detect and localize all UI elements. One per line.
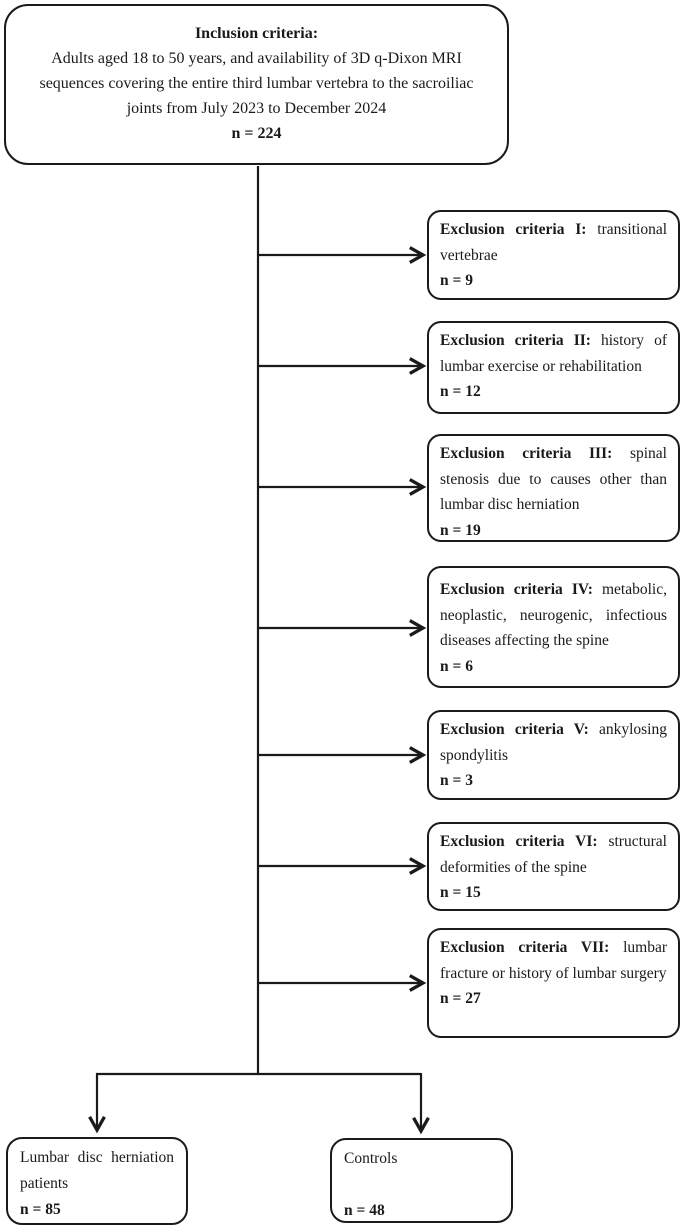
exclusion-box-3: Exclusion criteria III: spinal stenosis … <box>427 434 680 542</box>
exclusion-box-1-text: Exclusion criteria I: transitional verte… <box>440 217 667 268</box>
exclusion-box-1-body: transitional vertebrae <box>440 221 668 264</box>
exclusion-box-5-label: Exclusion criteria V: <box>440 721 589 738</box>
outcome-box-ldh-n: n = 85 <box>20 1201 61 1218</box>
exclusion-box-4-text: Exclusion criteria IV: metabolic, neopla… <box>440 577 667 654</box>
outcome-box-ldh-text: Lumbar disc herniation patients <box>20 1149 174 1192</box>
exclusion-box-1-label: Exclusion criteria I: <box>440 221 587 238</box>
outcome-box-controls-text: Controls <box>344 1150 398 1167</box>
exclusion-box-2-label: Exclusion criteria II: <box>440 332 591 349</box>
exclusion-box-4-body: metabolic, neoplastic, neurogenic, infec… <box>440 581 667 649</box>
exclusion-box-7-label: Exclusion criteria VII: <box>440 939 610 956</box>
exclusion-box-5-body: ankylosing spondylitis <box>440 721 667 764</box>
outcome-box-controls-n: n = 48 <box>344 1202 385 1219</box>
exclusion-box-3-body: spinal stenosis due to causes other than… <box>440 445 667 513</box>
outcome-box-ldh: Lumbar disc herniation patients n = 85 <box>6 1137 188 1225</box>
exclusion-box-5-text: Exclusion criteria V: ankylosing spondyl… <box>440 717 667 768</box>
exclusion-box-3-text: Exclusion criteria III: spinal stenosis … <box>440 441 667 518</box>
inclusion-box-n: n = 224 <box>231 125 282 142</box>
outcome-box-controls: Controls n = 48 <box>330 1138 513 1223</box>
inclusion-box: Inclusion criteria: Adults aged 18 to 50… <box>4 4 509 165</box>
exclusion-box-2-n: n = 12 <box>440 383 481 400</box>
exclusion-box-2-text: Exclusion criteria II: history of lumbar… <box>440 328 667 379</box>
exclusion-box-4: Exclusion criteria IV: metabolic, neopla… <box>427 566 680 688</box>
exclusion-box-1-n: n = 9 <box>440 272 473 289</box>
inclusion-box-body: Adults aged 18 to 50 years, and availabi… <box>39 50 474 117</box>
exclusion-box-6-text: Exclusion criteria VI: structural deform… <box>440 829 667 880</box>
exclusion-box-1: Exclusion criteria I: transitional verte… <box>427 210 680 300</box>
exclusion-box-7-body: lumbar fracture or history of lumbar sur… <box>440 939 667 982</box>
exclusion-box-4-label: Exclusion criteria IV: <box>440 581 593 598</box>
exclusion-box-2-body: history of lumbar exercise or rehabilita… <box>440 332 668 375</box>
exclusion-box-5: Exclusion criteria V: ankylosing spondyl… <box>427 710 680 800</box>
exclusion-box-3-n: n = 19 <box>440 521 481 539</box>
exclusion-box-6-body: structural deformities of the spine <box>440 833 667 876</box>
exclusion-box-6: Exclusion criteria VI: structural deform… <box>427 822 680 911</box>
exclusion-box-7-n: n = 27 <box>440 990 481 1007</box>
exclusion-box-4-n: n = 6 <box>440 657 473 675</box>
exclusion-box-7: Exclusion criteria VII: lumbar fracture … <box>427 928 680 1038</box>
exclusion-box-5-n: n = 3 <box>440 772 473 789</box>
exclusion-box-7-text: Exclusion criteria VII: lumbar fracture … <box>440 935 667 986</box>
exclusion-box-6-label: Exclusion criteria VI: <box>440 833 598 850</box>
inclusion-box-title: Inclusion criteria: <box>194 25 319 42</box>
exclusion-box-3-label: Exclusion criteria III: <box>440 445 613 462</box>
exclusion-box-2: Exclusion criteria II: history of lumbar… <box>427 321 680 414</box>
exclusion-box-6-n: n = 15 <box>440 884 481 901</box>
